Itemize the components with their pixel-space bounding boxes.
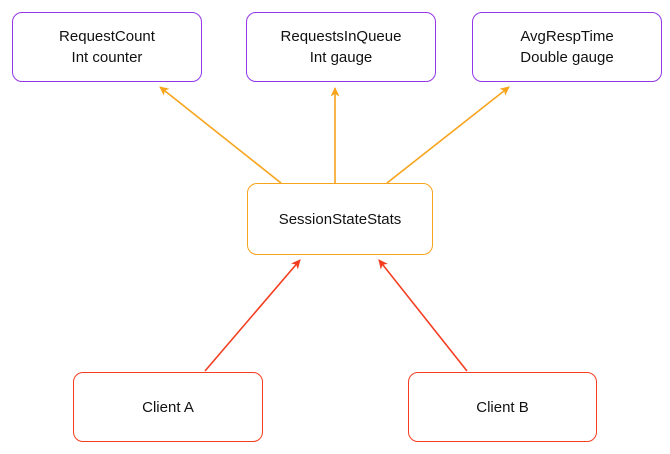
node-requestsinqueue-name: RequestsInQueue	[280, 28, 402, 45]
edge-client-b-to-hub	[378, 259, 468, 372]
node-client-a-label: Client A	[142, 398, 194, 416]
node-client-a: Client A	[73, 372, 263, 442]
node-avgresptime-name: AvgRespTime	[520, 28, 614, 45]
node-client-b-label: Client B	[476, 398, 529, 416]
node-sessionstatestats-label: SessionStateStats	[278, 210, 402, 228]
edge-hub-to-avgresptime	[386, 86, 510, 184]
node-avgresptime-type: Double gauge	[520, 49, 614, 66]
node-requestsinqueue: RequestsInQueue Int gauge	[246, 12, 436, 82]
node-requestcount-type: Int counter	[71, 49, 143, 66]
node-sessionstatestats: SessionStateStats	[247, 183, 433, 255]
node-requestcount: RequestCount Int counter	[12, 12, 202, 82]
node-avgresptime: AvgRespTime Double gauge	[472, 12, 662, 82]
node-requestcount-name: RequestCount	[59, 28, 155, 45]
edge-hub-to-requestcount	[159, 86, 282, 184]
edge-client-a-to-hub	[204, 259, 301, 372]
node-requestsinqueue-type: Int gauge	[309, 49, 373, 66]
node-client-b: Client B	[408, 372, 597, 442]
